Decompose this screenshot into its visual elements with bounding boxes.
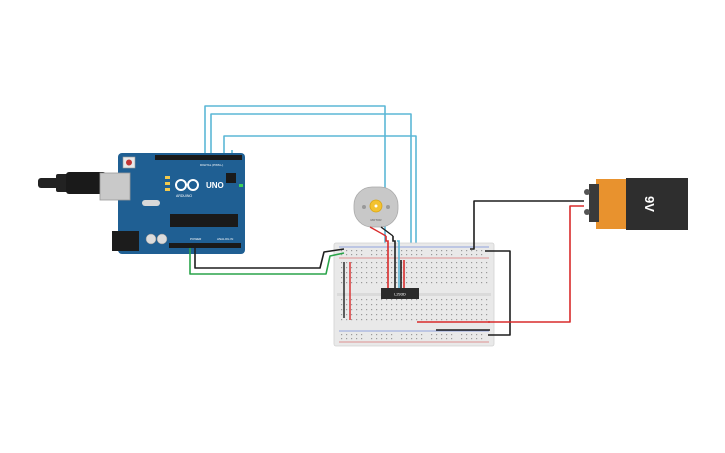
dc-motor[interactable]: MOTOR (353, 186, 399, 237)
arduino-logo-icon (175, 179, 199, 191)
battery-9v[interactable]: 9V (584, 178, 688, 230)
battery-ground-wire[interactable] (485, 250, 511, 336)
chip-body (381, 288, 419, 299)
usb-port (99, 172, 131, 201)
motor-to-chip-wires[interactable] (385, 236, 405, 288)
arduino-power-wires[interactable] (189, 248, 345, 275)
battery-wires[interactable] (470, 200, 584, 336)
l293d-driver-chip[interactable]: L293D (381, 288, 419, 299)
power-header-label: POWER (190, 237, 202, 241)
battery-label: 9V (642, 196, 657, 212)
battery-body (626, 178, 688, 230)
usb-cable-plug (66, 172, 106, 194)
analog-header-label: ANALOG IN (217, 237, 233, 241)
power-jack (112, 231, 139, 251)
breadboard-holes (341, 250, 488, 340)
usb-cable (38, 178, 60, 188)
atmega-chip (170, 214, 238, 227)
chip-wire-black-1[interactable] (392, 236, 396, 288)
battery-positive-wire[interactable] (488, 205, 584, 323)
arduino-gnd-wire[interactable] (189, 248, 345, 275)
battery-terminal-negative-icon (584, 189, 590, 195)
digital-header[interactable] (155, 155, 242, 160)
power-analog-header[interactable] (169, 243, 241, 248)
motor-lead-black[interactable] (380, 226, 394, 237)
battery-terminal-positive-icon (584, 209, 590, 215)
chip-wire-blue[interactable] (397, 240, 400, 288)
chip-wire-red[interactable] (385, 236, 389, 288)
motor-lead-red[interactable] (369, 226, 387, 237)
arduino-uno-board[interactable]: UNO ARDUINO DIGITAL (PWM~) POWER ANALOG … (38, 153, 245, 254)
arduino-brand-text: ARDUINO (176, 194, 192, 198)
rail-jumpers[interactable] (343, 262, 490, 331)
arduino-model-text: UNO (206, 181, 224, 190)
arduino-board-body (118, 153, 245, 254)
chip-label: L293D (394, 292, 406, 297)
motor-label: MOTOR (370, 218, 382, 222)
arduino-5v-wire[interactable] (194, 248, 345, 269)
battery-negative-wire[interactable] (470, 200, 584, 250)
digital-header-label: DIGITAL (PWM~) (200, 163, 223, 167)
